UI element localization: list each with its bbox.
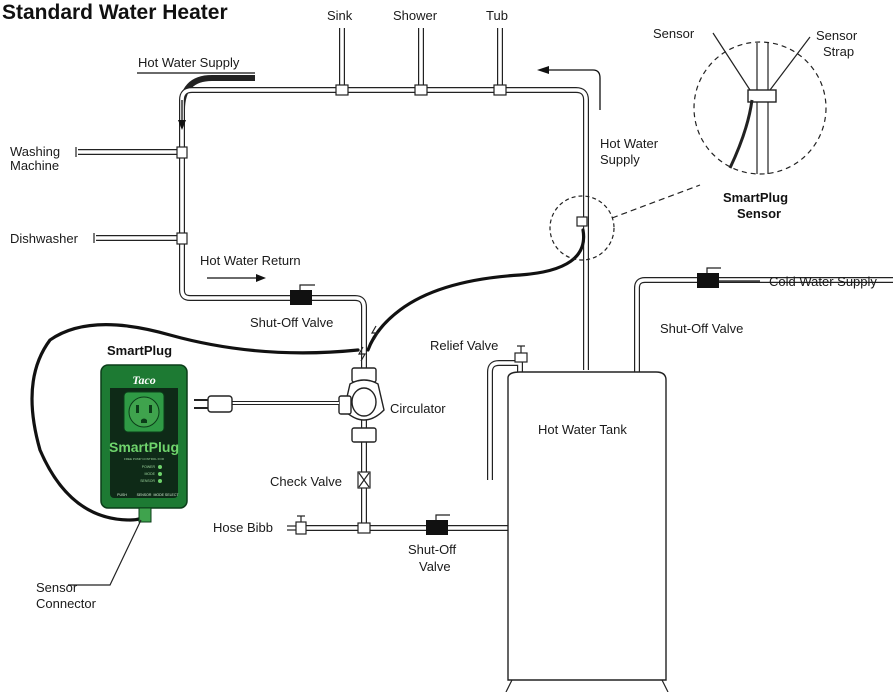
label-dishwasher: Dishwasher: [10, 231, 79, 246]
label-shutoff-valve-bottom-1: Shut-Off: [408, 542, 457, 557]
sensor-callout: [549, 32, 827, 261]
label-check-valve: Check Valve: [270, 474, 342, 489]
label-sensor-connector-2: Connector: [36, 596, 97, 611]
smartplug-device: Taco SmartPlug FREE PUMP CONTROL FOR POW…: [100, 364, 188, 523]
label-relief-valve: Relief Valve: [430, 338, 498, 353]
diagram-title: Standard Water Heater: [2, 1, 228, 24]
label-hot-water-supply-top: Hot Water Supply: [138, 55, 240, 70]
label-tub: Tub: [486, 8, 508, 23]
hot-water-tank: Hot Water Tank: [505, 371, 669, 692]
device-name: SmartPlug: [109, 439, 179, 455]
label-hot-water-supply-right-2: Supply: [600, 152, 640, 167]
label-sensor-strap-1: Sensor: [816, 28, 858, 43]
svg-text:SENSOR: SENSOR: [137, 493, 152, 497]
label-circulator: Circulator: [390, 401, 446, 416]
label-washing-machine-2: Machine: [10, 158, 59, 173]
label-hot-water-supply-right-1: Hot Water: [600, 136, 659, 151]
device-indicators: POWER MODE SENSOR: [140, 465, 162, 483]
label-smartplug-sensor-1: SmartPlug: [723, 190, 788, 205]
label-smartplug: SmartPlug: [107, 343, 172, 358]
sensor-cable: [366, 228, 586, 352]
svg-text:MODE: MODE: [145, 472, 156, 476]
pipe-network: [75, 28, 893, 534]
svg-text:SENSOR: SENSOR: [140, 479, 155, 483]
label-shower: Shower: [393, 8, 438, 23]
smartplug-sensor-cable: [30, 323, 360, 522]
label-sensor-connector-1: Sensor: [36, 580, 78, 595]
shutoff-valve-cold: [697, 267, 721, 288]
device-subtitle: FREE PUMP CONTROL FOR: [124, 457, 165, 461]
label-sensor-strap-2: Strap: [823, 44, 854, 59]
svg-text:MODE SELECT: MODE SELECT: [153, 493, 179, 497]
svg-text:PUSH: PUSH: [117, 493, 127, 497]
shutoff-valve-return: [290, 284, 315, 305]
label-sink: Sink: [327, 8, 353, 23]
label-hose-bibb: Hose Bibb: [213, 520, 273, 535]
relief-valve-icon: [514, 345, 528, 363]
label-washing-machine-1: Washing: [10, 144, 60, 159]
hose-bibb-icon: [287, 515, 307, 535]
check-valve-icon: [357, 471, 371, 489]
label-smartplug-sensor-2: Sensor: [737, 206, 781, 221]
label-shutoff-valve-cold: Shut-Off Valve: [660, 321, 743, 336]
diagram-labels: Sink Shower Tub Hot Water Supply Hot Wat…: [10, 8, 877, 611]
circulator-pump: [232, 367, 385, 443]
label-shutoff-valve-return: Shut-Off Valve: [250, 315, 333, 330]
label-shutoff-valve-bottom-2: Valve: [419, 559, 451, 574]
svg-text:POWER: POWER: [142, 465, 156, 469]
sensor-connector-leader: [68, 519, 142, 586]
device-brand: Taco: [132, 373, 156, 387]
shutoff-valve-bottom: [426, 514, 450, 535]
label-sensor: Sensor: [653, 26, 695, 41]
power-plug-icon: [194, 395, 233, 413]
hot-water-tank-label: Hot Water Tank: [538, 422, 627, 437]
label-hot-water-return: Hot Water Return: [200, 253, 301, 268]
device-buttons: PUSH SENSOR MODE SELECT: [117, 493, 179, 497]
label-cold-water-supply: Cold Water Supply: [769, 274, 877, 289]
